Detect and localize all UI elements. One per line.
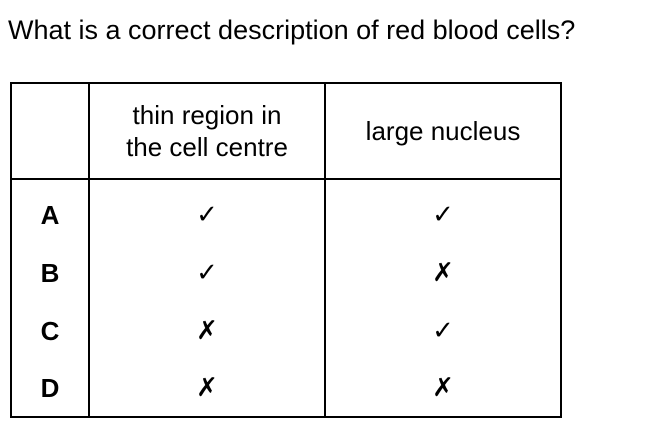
tick-icon: ✓ (196, 200, 218, 230)
thin-region-cell: ✗ (88, 302, 326, 360)
large-nucleus-cell: ✓ (324, 302, 562, 360)
row-letter-cell: B (10, 244, 90, 302)
table-row: A ✓ ✓ (10, 179, 562, 244)
header-empty-cell (10, 82, 90, 180)
tick-icon: ✓ (196, 258, 218, 288)
table-row: C ✗ ✓ (10, 302, 562, 360)
large-nucleus-cell: ✗ (324, 360, 562, 418)
cross-icon: ✗ (196, 373, 218, 403)
header-large-nucleus: large nucleus (324, 82, 562, 180)
thin-region-cell: ✓ (88, 244, 326, 302)
large-nucleus-cell: ✗ (324, 244, 562, 302)
large-nucleus-cell: ✓ (324, 179, 562, 244)
table-header-row: thin region in the cell centre large nuc… (10, 82, 562, 180)
row-letter: A (40, 199, 60, 230)
header-large-nucleus-label: large nucleus (365, 116, 521, 146)
row-letter-cell: A (10, 179, 90, 244)
table-row: D ✗ ✗ (10, 360, 562, 418)
row-letter-cell: D (10, 360, 90, 418)
tick-icon: ✓ (432, 200, 454, 230)
row-letter: C (40, 315, 60, 346)
cross-icon: ✗ (432, 373, 454, 403)
cross-icon: ✗ (432, 258, 454, 288)
cross-icon: ✗ (196, 316, 218, 346)
thin-region-cell: ✗ (88, 360, 326, 418)
header-thin-region: thin region in the cell centre (88, 82, 326, 180)
question-text: What is a correct description of red blo… (8, 15, 576, 45)
thin-region-cell: ✓ (88, 179, 326, 244)
tick-icon: ✓ (432, 316, 454, 346)
header-thin-region-label: thin region in the cell centre (126, 100, 288, 162)
row-letter: B (40, 257, 60, 288)
row-letter: D (40, 372, 60, 403)
row-letter-cell: C (10, 302, 90, 360)
table-row: B ✓ ✗ (10, 244, 562, 302)
answer-table: thin region in the cell centre large nuc… (10, 82, 562, 418)
